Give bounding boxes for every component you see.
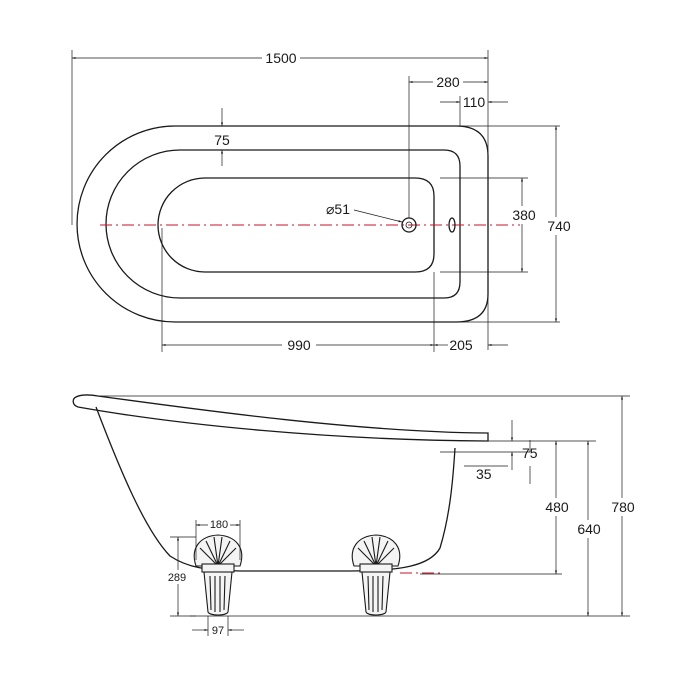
dim-overall-height: 780 (611, 499, 635, 515)
dim-rim-width: 75 (214, 132, 230, 148)
claw-foot-right (351, 534, 401, 616)
waste-outlet-inner (405, 221, 413, 229)
dim-foot-width: 180 (210, 519, 228, 531)
dim-inner-depth: 480 (545, 499, 569, 515)
tub-rim-line (105, 149, 461, 299)
dim-rim-thickness: 75 (522, 445, 538, 461)
side-view: 75 35 480 640 780 180 289 97 (72, 394, 640, 637)
dim-drop: 35 (476, 466, 492, 482)
claw-foot-left (193, 534, 243, 616)
leader-waste-diameter (353, 209, 403, 223)
dim-end-rim: 205 (449, 337, 473, 353)
dim-foot-base: 97 (212, 625, 224, 637)
dim-waste-diameter: ⌀51 (326, 201, 350, 217)
plan-view: 1500 280 110 75 ⌀51 380 740 990 205 (71, 49, 574, 354)
tub-body-profile (95, 406, 456, 572)
overflow-outlet (448, 217, 456, 233)
tub-outer-outline (76, 125, 489, 323)
dim-inner-length: 990 (287, 337, 311, 353)
dim-tub-height: 640 (577, 521, 601, 537)
dim-overflow-offset: 110 (463, 94, 486, 110)
dim-overall-length: 1500 (265, 50, 296, 66)
dim-inner-width: 380 (512, 207, 536, 223)
dim-overall-width: 740 (547, 218, 571, 234)
tub-basin-outline (157, 177, 435, 273)
dim-waste-offset: 280 (436, 74, 460, 90)
tub-rim-profile (72, 394, 489, 442)
dim-foot-height: 289 (168, 572, 186, 584)
